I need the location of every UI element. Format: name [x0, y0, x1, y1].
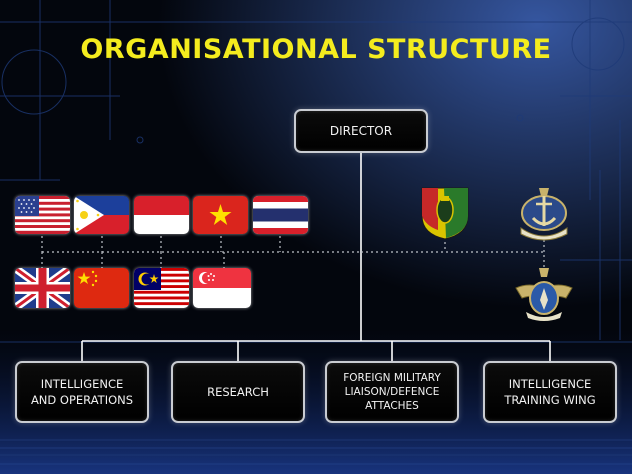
page-title: ORGANISATIONAL STRUCTURE [80, 34, 552, 65]
intelligence-training-wing-box: INTELLIGENCE TRAINING WING [483, 361, 617, 423]
philippines-flag [74, 196, 129, 234]
malaysia-flag [134, 268, 189, 308]
singapore-flag [193, 268, 251, 308]
thailand-flag [253, 196, 308, 234]
director-box: DIRECTOR [294, 109, 428, 153]
china-flag [74, 268, 129, 308]
connector-lines [81, 153, 551, 361]
director-label: DIRECTOR [329, 124, 393, 138]
navy-emblem [515, 186, 573, 242]
indonesia-flag [134, 196, 189, 234]
intelligence-operations-label: INTELLIGENCE AND OPERATIONS [30, 377, 134, 407]
army-emblem [420, 186, 470, 240]
vietnam-flag [193, 196, 248, 234]
united-kingdom-flag [15, 268, 70, 308]
liaison-dotted-lines [41, 232, 545, 268]
air-force-emblem [514, 266, 574, 322]
intelligence-training-wing-label: INTELLIGENCE TRAINING WING [504, 377, 596, 407]
intelligence-operations-box: INTELLIGENCE AND OPERATIONS [15, 361, 149, 423]
foreign-military-liaison-box: FOREIGN MILITARY LIAISON/DEFENCE ATTACHE… [325, 361, 459, 423]
research-label: RESEARCH [207, 385, 269, 399]
foreign-military-liaison-label: FOREIGN MILITARY LIAISON/DEFENCE ATTACHE… [343, 372, 441, 412]
united-states-flag [15, 196, 70, 234]
research-box: RESEARCH [171, 361, 305, 423]
